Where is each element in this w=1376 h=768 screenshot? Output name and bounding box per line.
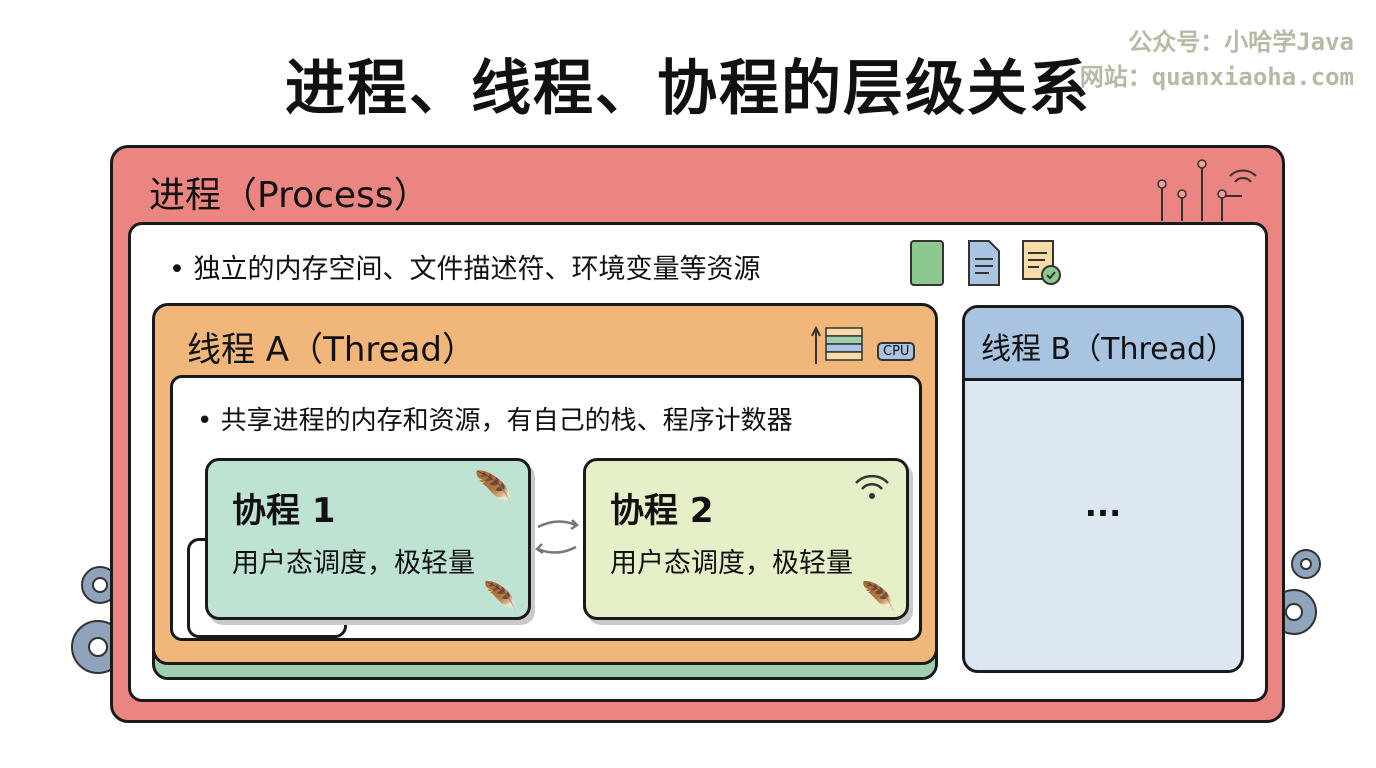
thread-b-header: 线程 B（Thread）	[965, 308, 1241, 381]
process-description: • 独立的内存空间、文件描述符、环境变量等资源	[169, 254, 761, 285]
circuit-wifi-icon	[1157, 159, 1257, 221]
thread-a-description-text: 共享进程的内存和资源，有自己的栈、程序计数器	[220, 406, 793, 436]
coroutine-1-label: 协程 1	[232, 491, 336, 531]
switch-arrows-icon	[535, 519, 579, 555]
coroutine-2-description: 用户态调度，极轻量	[610, 548, 853, 579]
gears-right-icon	[1280, 549, 1321, 635]
thread-b-ellipsis: ...	[1084, 486, 1122, 524]
thread-a-label: 线程 A（Thread）	[187, 330, 476, 370]
feather-icon: 🪶	[861, 580, 896, 613]
thread-b-label: 线程 B（Thread）	[981, 332, 1237, 367]
thread-b-box: 线程 B（Thread） ...	[962, 305, 1244, 673]
thread-a-description: • 共享进程的内存和资源，有自己的栈、程序计数器	[197, 406, 793, 436]
wifi-icon	[855, 474, 889, 499]
document-icon	[968, 240, 1000, 286]
cpu-badge: CPU	[877, 342, 916, 361]
feather-icon: 🪶	[483, 580, 518, 613]
watermark-site: 网站：quanxiaoha.com	[1079, 63, 1354, 91]
coroutine-1: 协程 1 用户态调度，极轻量 🪶 🪶	[205, 458, 531, 620]
feather-icon: 🪶	[474, 469, 514, 507]
process-description-text: 独立的内存空间、文件描述符、环境变量等资源	[193, 254, 761, 285]
coroutine-2-label: 协程 2	[610, 491, 714, 531]
coroutine-1-description: 用户态调度，极轻量	[232, 548, 475, 579]
config-check-icon	[1022, 240, 1061, 285]
watermark-account: 公众号：小哈学Java	[1128, 28, 1354, 56]
process-label: 进程（Process）	[149, 175, 430, 216]
diagram-title: 进程、线程、协程的层级关系	[285, 54, 1091, 124]
coroutine-2: 协程 2 用户态调度，极轻量 🪶	[583, 458, 909, 620]
stack-icon	[811, 325, 863, 364]
memory-chip-icon	[910, 240, 944, 286]
